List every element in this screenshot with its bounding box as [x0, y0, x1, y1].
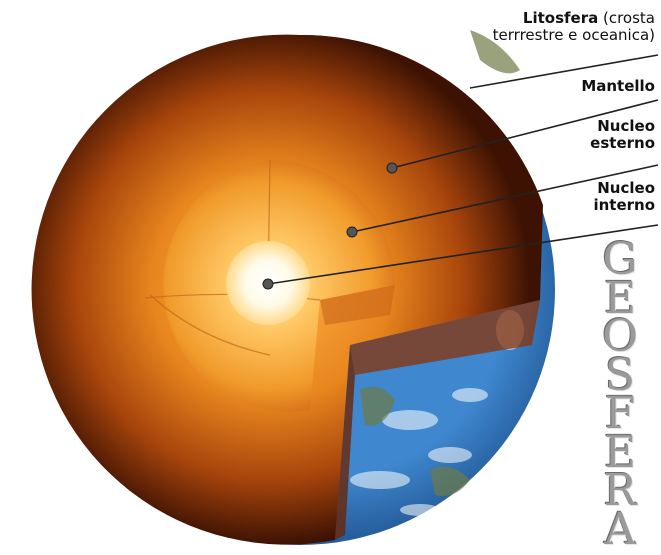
inner-core-marker	[263, 279, 273, 289]
label-litosfera-line2: terrrestre e oceanica)	[493, 26, 655, 44]
mantle-marker	[387, 163, 397, 173]
outer-core-marker	[347, 227, 357, 237]
title-letter: A	[600, 508, 640, 552]
label-nucleo-interno: Nucleo interno	[593, 180, 655, 214]
label-mantello: Mantello	[581, 78, 655, 95]
label-litosfera-rest: (crosta	[598, 9, 655, 27]
label-litosfera: Litosfera (crosta terrrestre e oceanica)	[493, 10, 655, 44]
label-nucleo-esterno: Nucleo esterno	[590, 118, 655, 152]
label-litosfera-bold: Litosfera	[523, 9, 598, 27]
